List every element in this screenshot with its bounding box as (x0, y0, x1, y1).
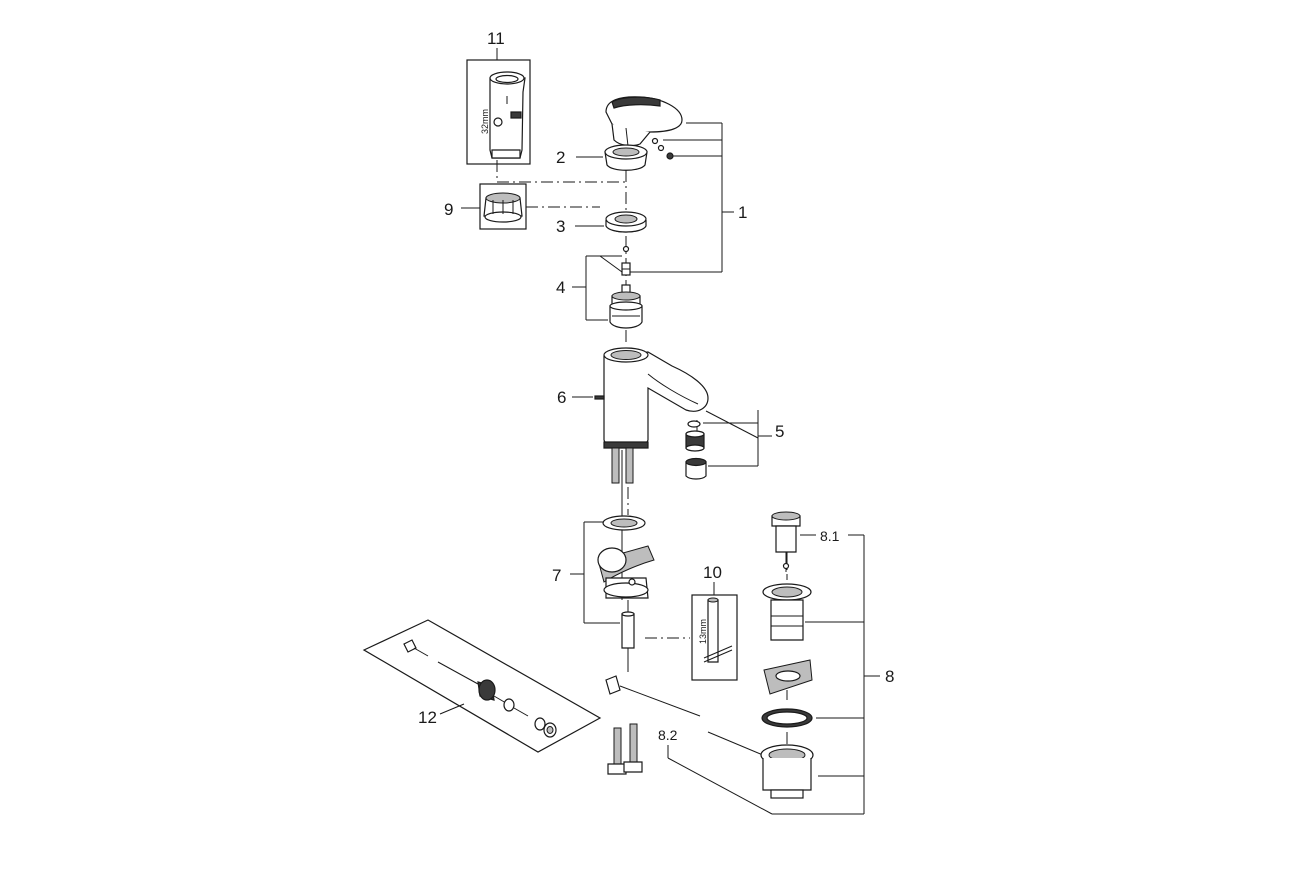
dimension-label-32mm: 32mm (480, 109, 490, 134)
part-7-mounting-set: 7 (552, 515, 655, 672)
callout-5: 5 (775, 422, 784, 441)
part-5-aerator: 5 (685, 410, 784, 480)
part-1-lever-handle: 1 (605, 96, 747, 273)
callout-2: 2 (556, 148, 565, 167)
part-12-pull-rod-kit: 12 (362, 619, 602, 753)
dimension-label-13mm: 13mm (698, 619, 708, 644)
part-4-cartridge: 4 (556, 245, 643, 329)
part-3-nut: 3 (556, 211, 647, 236)
part-10-socket-tool: 13mm 10 (691, 563, 738, 681)
callout-7: 7 (552, 566, 561, 585)
part-9-adapter: 9 (444, 183, 527, 230)
callout-8-2: 8.2 (658, 727, 678, 743)
callout-8-1: 8.1 (820, 528, 840, 544)
callout-8: 8 (885, 667, 894, 686)
part-8-2-pivot-rod: 8.2 (605, 675, 864, 815)
callout-1: 1 (738, 203, 747, 222)
callout-10: 10 (703, 563, 722, 582)
part-6-mixer-body: 6 (557, 347, 709, 600)
callout-12: 12 (418, 708, 437, 727)
callout-3: 3 (556, 217, 565, 236)
callout-9: 9 (444, 200, 453, 219)
part-11-cartridge-wrench: 32mm 11 (466, 29, 531, 165)
axis-lines (496, 160, 788, 745)
callout-6: 6 (557, 388, 566, 407)
part-2-cover-cap: 2 (556, 144, 648, 171)
callout-11: 11 (487, 29, 505, 48)
callout-4: 4 (556, 278, 565, 297)
part-8-waste-set: 8.1 8 (760, 511, 894, 814)
